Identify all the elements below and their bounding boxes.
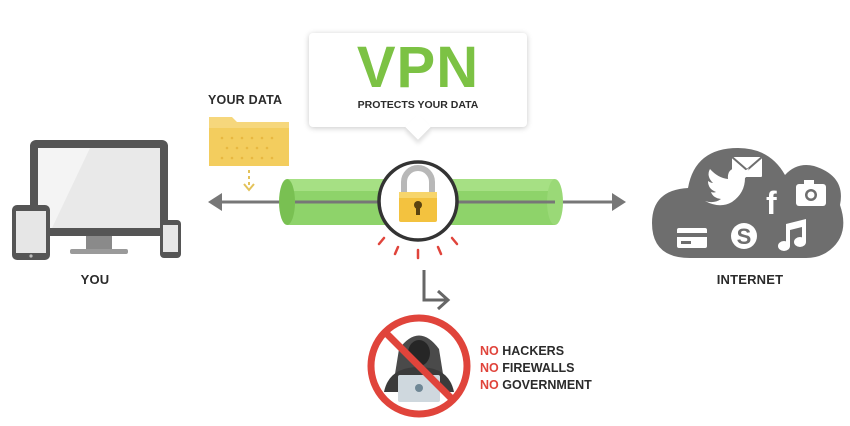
devices <box>12 140 181 260</box>
skype-icon: S <box>731 223 757 249</box>
desktop-icon <box>30 140 168 254</box>
your-data-label: YOUR DATA <box>208 93 283 107</box>
no-prefix: NO <box>480 361 499 375</box>
twitter-icon <box>705 168 750 206</box>
folder-icon <box>209 117 289 166</box>
music-note-icon <box>778 219 806 251</box>
blocked-item-label: HACKERS <box>502 344 565 358</box>
blocked-list: NO HACKERS NO FIREWALLS NO GOVERNMENT <box>480 343 592 394</box>
vpn-title: VPN <box>356 35 480 100</box>
vpn-callout: VPN PROTECTS YOUR DATA <box>309 33 527 127</box>
vpn-subtitle: PROTECTS YOUR DATA <box>357 99 479 111</box>
deflect-arrow <box>422 270 451 311</box>
alert-rays <box>377 236 459 260</box>
blocked-item: NO GOVERNMENT <box>480 377 592 394</box>
facebook-icon: f <box>766 185 777 221</box>
cloud-icon: f S <box>652 148 844 258</box>
no-prefix: NO <box>480 344 499 358</box>
blocked-item: NO HACKERS <box>480 343 592 360</box>
phone-icon <box>160 220 181 258</box>
blocked-item: NO FIREWALLS <box>480 360 592 377</box>
no-prefix: NO <box>480 378 499 392</box>
tablet-icon <box>12 205 50 260</box>
svg-text:S: S <box>737 224 752 249</box>
you-label: YOU <box>80 272 110 287</box>
padlock-icon <box>377 160 459 242</box>
internet-label: INTERNET <box>716 272 784 287</box>
prohibited-icon <box>367 314 471 418</box>
camera-icon <box>796 180 826 206</box>
credit-card-icon <box>677 228 707 248</box>
data-flow-arrow <box>243 170 255 192</box>
blocked-item-label: GOVERNMENT <box>502 378 592 392</box>
blocked-item-label: FIREWALLS <box>502 361 575 375</box>
